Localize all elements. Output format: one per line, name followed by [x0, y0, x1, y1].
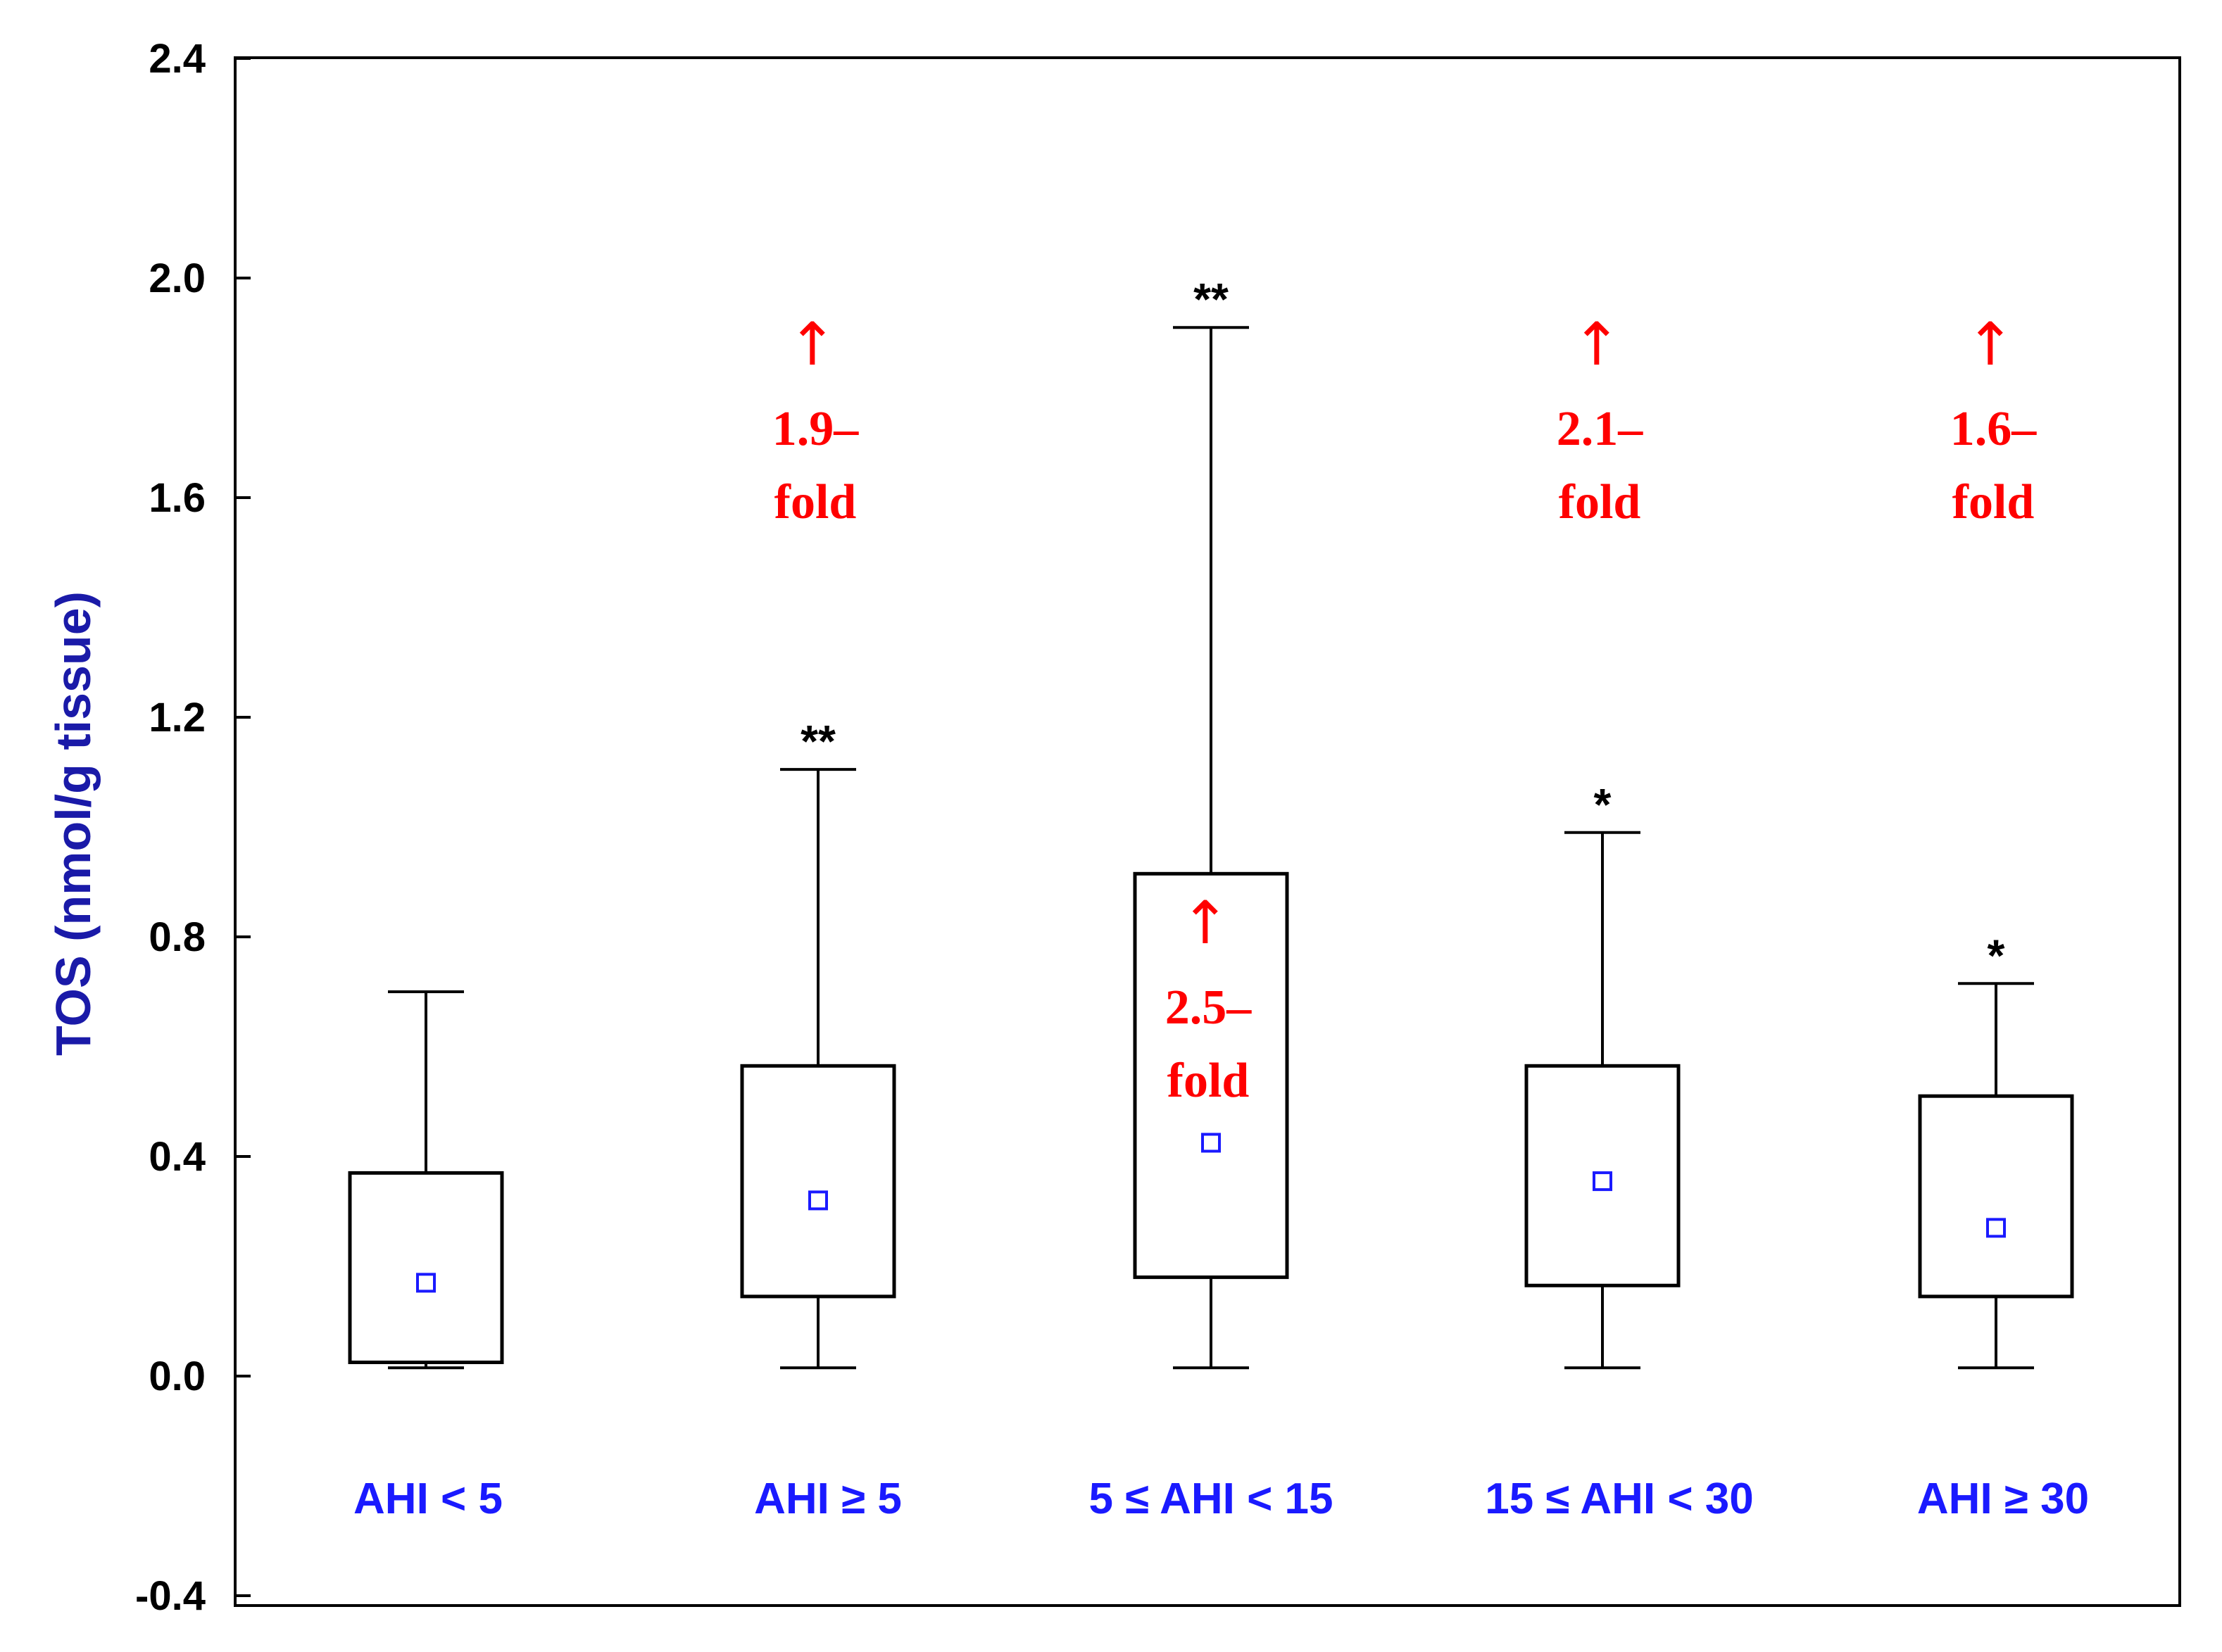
y-tick-label: 2.0: [149, 256, 206, 301]
iqr-box: [1918, 1094, 2074, 1299]
box-group: [348, 990, 504, 1370]
fold-change-value: 2.1–: [1557, 402, 1644, 456]
mean-marker: [1593, 1171, 1612, 1192]
iqr-box: [1133, 871, 1289, 1280]
iqr-box: [1524, 1064, 1681, 1287]
significance-label: **: [1193, 274, 1229, 324]
y-tick-label: 2.4: [149, 36, 206, 82]
box-group: [1524, 831, 1681, 1370]
y-tick-label: 1.2: [149, 695, 206, 740]
y-tick-label: 1.6: [149, 475, 206, 521]
fold-change-unit: fold: [1952, 475, 2035, 529]
category-labels: AHI < 5 AHI ≥ 5 5 ≤ AHI < 15 15 ≤ AHI < 30 A…: [353, 1475, 2089, 1523]
box-group: [1918, 982, 2074, 1370]
significance-label: *: [1988, 930, 2005, 981]
annotations-layer: ** ↑ 1.9– fold ** ↑ 2.5– fold * ↑ 2.1– fold * ↑ 1.6– fo…: [772, 274, 2038, 1108]
fold-change-unit: fold: [774, 475, 857, 529]
up-arrow-icon: ↑: [1572, 310, 1621, 379]
box-group: [1133, 326, 1289, 1370]
mean-marker: [1201, 1133, 1221, 1153]
significance-label: **: [801, 716, 836, 767]
fold-change-unit: fold: [1559, 475, 1641, 529]
fold-change-value: 1.6–: [1950, 402, 2038, 456]
plot-frame: [234, 56, 2181, 1607]
y-tick-label: 0.8: [149, 914, 206, 960]
y-axis-ticks: -0.4 0.0 0.4 0.8 1.2 1.6 2.0 2.4: [135, 36, 251, 1619]
category-label: AHI < 5: [353, 1475, 503, 1523]
mean-marker: [1986, 1218, 2006, 1238]
mean-marker: [808, 1190, 828, 1211]
box-group: [740, 768, 896, 1370]
mean-marker: [416, 1273, 436, 1293]
iqr-box: [348, 1171, 504, 1365]
category-label: 15 ≤ AHI < 30: [1485, 1475, 1754, 1523]
significance-label: *: [1594, 779, 1612, 830]
y-tick-label: 0.4: [149, 1134, 206, 1180]
up-arrow-icon: ↑: [1181, 888, 1230, 957]
iqr-box: [740, 1064, 896, 1299]
fold-change-unit: fold: [1167, 1054, 1250, 1108]
category-label: AHI ≥ 30: [1917, 1475, 2089, 1523]
up-arrow-icon: ↑: [788, 310, 837, 379]
y-tick-label: -0.4: [135, 1573, 206, 1619]
boxes-layer: [348, 326, 2074, 1370]
fold-change-value: 2.5–: [1165, 981, 1253, 1035]
fold-change-value: 1.9–: [772, 402, 860, 456]
y-axis-label: TOS (nmol/g tissue): [46, 591, 101, 1056]
y-tick-label: 0.0: [149, 1354, 206, 1399]
category-label: 5 ≤ AHI < 15: [1088, 1475, 1333, 1523]
category-label: AHI ≥ 5: [754, 1475, 902, 1523]
up-arrow-icon: ↑: [1966, 310, 2015, 379]
